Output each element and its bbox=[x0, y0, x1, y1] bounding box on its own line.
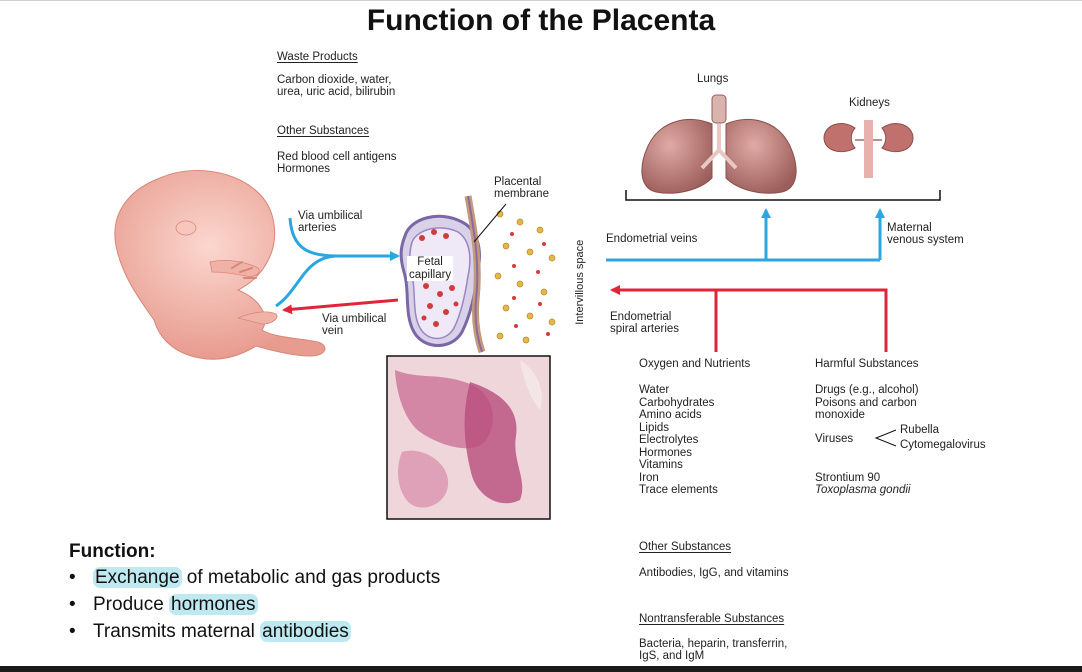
kidneys-label: Kidneys bbox=[849, 97, 890, 109]
membrane-pointer bbox=[473, 203, 507, 243]
organ-bracket bbox=[625, 190, 941, 201]
umbilical-arteries-label-1: Via umbilical bbox=[298, 210, 363, 222]
nutrient-item: Iron bbox=[639, 471, 659, 484]
spiral-arteries-arrow bbox=[610, 285, 888, 352]
function-item-antibodies: • Transmits maternal antibodies bbox=[69, 621, 440, 648]
nutrient-item: Hormones bbox=[639, 446, 693, 459]
nutrient-item: Vitamins bbox=[639, 459, 683, 471]
fetus-illustration bbox=[114, 170, 326, 360]
bullet: • bbox=[69, 621, 76, 642]
function-list: •Exchange of metabolic and gas products … bbox=[69, 567, 440, 648]
viruses-label: Viruses bbox=[815, 433, 854, 445]
harmful-substances-heading: Harmful Substances bbox=[815, 358, 919, 370]
highlight-exchange: Exchange bbox=[93, 567, 182, 588]
umbilical-arteries-label-2: arteries bbox=[298, 222, 337, 234]
highlight-hormones: hormones bbox=[169, 594, 258, 615]
highlight-antibodies: antibodies bbox=[260, 621, 351, 642]
bullet: • bbox=[69, 594, 76, 615]
harmful-drugs-block: Drugs (e.g., alcohol) Poisons and carbon… bbox=[815, 384, 919, 422]
nutrient-item: Electrolytes bbox=[639, 434, 699, 446]
lungs-illustration bbox=[641, 94, 797, 194]
strontium-label: Strontium 90 bbox=[815, 472, 881, 484]
fetal-capillary-label-2: capillary bbox=[409, 268, 452, 281]
nontransferable-line-2: IgS, and IgM bbox=[639, 650, 705, 662]
waste-products-heading: Waste Products bbox=[277, 51, 358, 63]
function-item-text: Produce bbox=[93, 594, 170, 615]
spiral-arteries-label-2: spiral arteries bbox=[610, 323, 680, 335]
harmful-drugs-line: Drugs (e.g., alcohol) bbox=[815, 384, 919, 396]
umbilical-branch-arrow bbox=[275, 254, 339, 308]
placental-membrane-label-1: Placental bbox=[494, 176, 542, 188]
umbilical-vein-label-2: vein bbox=[322, 325, 344, 337]
bullet: • bbox=[69, 567, 76, 588]
nutrient-item: Water bbox=[639, 384, 670, 396]
other-substances-left-line-2: Hormones bbox=[277, 163, 331, 175]
fetal-capillary-label: Fetal capillary bbox=[407, 256, 454, 281]
toxoplasma-label: Toxoplasma gondii bbox=[815, 484, 911, 496]
maternal-venous-label-1: Maternal bbox=[887, 222, 932, 234]
page-title: Function of the Placenta bbox=[366, 4, 716, 37]
top-border bbox=[0, 0, 1082, 1]
waste-products-line-2: urea, uric acid, bilirubin bbox=[277, 86, 396, 98]
viruses-bracket bbox=[874, 429, 897, 447]
nontransferable-line-1: Bacteria, heparin, transferrin, bbox=[639, 638, 788, 650]
spiral-arteries-label-1: Endometrial bbox=[610, 311, 672, 323]
kidneys-illustration bbox=[823, 120, 914, 178]
harmful-drugs-line: Poisons and carbon bbox=[815, 396, 917, 409]
nontransferable-heading: Nontransferable Substances bbox=[639, 613, 785, 625]
virus-cytomegalovirus: Cytomegalovirus bbox=[900, 439, 986, 451]
histology-image bbox=[386, 355, 551, 520]
other-substances-left-heading: Other Substances bbox=[277, 125, 370, 137]
other-substances-left-line-1: Red blood cell antigens bbox=[277, 151, 397, 163]
function-item-hormones: • Produce hormones bbox=[69, 594, 440, 621]
oxygen-nutrients-heading: Oxygen and Nutrients bbox=[639, 358, 751, 370]
endometrial-veins-label: Endometrial veins bbox=[606, 233, 698, 245]
umbilical-vein-arrow bbox=[282, 298, 399, 315]
bottom-bar bbox=[0, 666, 1082, 672]
umbilical-vein-label-1: Via umbilical bbox=[322, 313, 387, 325]
function-heading: Function: bbox=[69, 541, 156, 562]
nutrient-item: Carbohydrates bbox=[639, 396, 715, 409]
fetal-capillary-label-1: Fetal bbox=[417, 256, 443, 268]
other-substances-text: Antibodies, IgG, and vitamins bbox=[639, 567, 789, 579]
nutrient-item: Trace elements bbox=[639, 484, 718, 496]
placental-membrane-label-2: membrane bbox=[494, 188, 549, 200]
virus-rubella: Rubella bbox=[900, 424, 939, 436]
lungs-label: Lungs bbox=[697, 73, 729, 85]
oxygen-nutrients-list: Water Carbohydrates Amino acids Lipids E… bbox=[639, 384, 718, 497]
harmful-drugs-line: monoxide bbox=[815, 409, 865, 421]
function-item-text: Transmits maternal bbox=[93, 621, 261, 642]
maternal-venous-label-2: venous system bbox=[887, 234, 964, 246]
function-item-text: of metabolic and gas products bbox=[181, 567, 441, 588]
nutrient-item: Lipids bbox=[639, 421, 670, 434]
nutrient-item: Amino acids bbox=[639, 409, 702, 421]
intervillous-space-label: Intervillous space bbox=[573, 239, 586, 325]
other-substances-heading: Other Substances bbox=[639, 541, 732, 553]
waste-products-line-1: Carbon dioxide, water, bbox=[277, 74, 392, 86]
function-item-exchange: • Exchange of metabolic and gas products bbox=[69, 567, 440, 594]
